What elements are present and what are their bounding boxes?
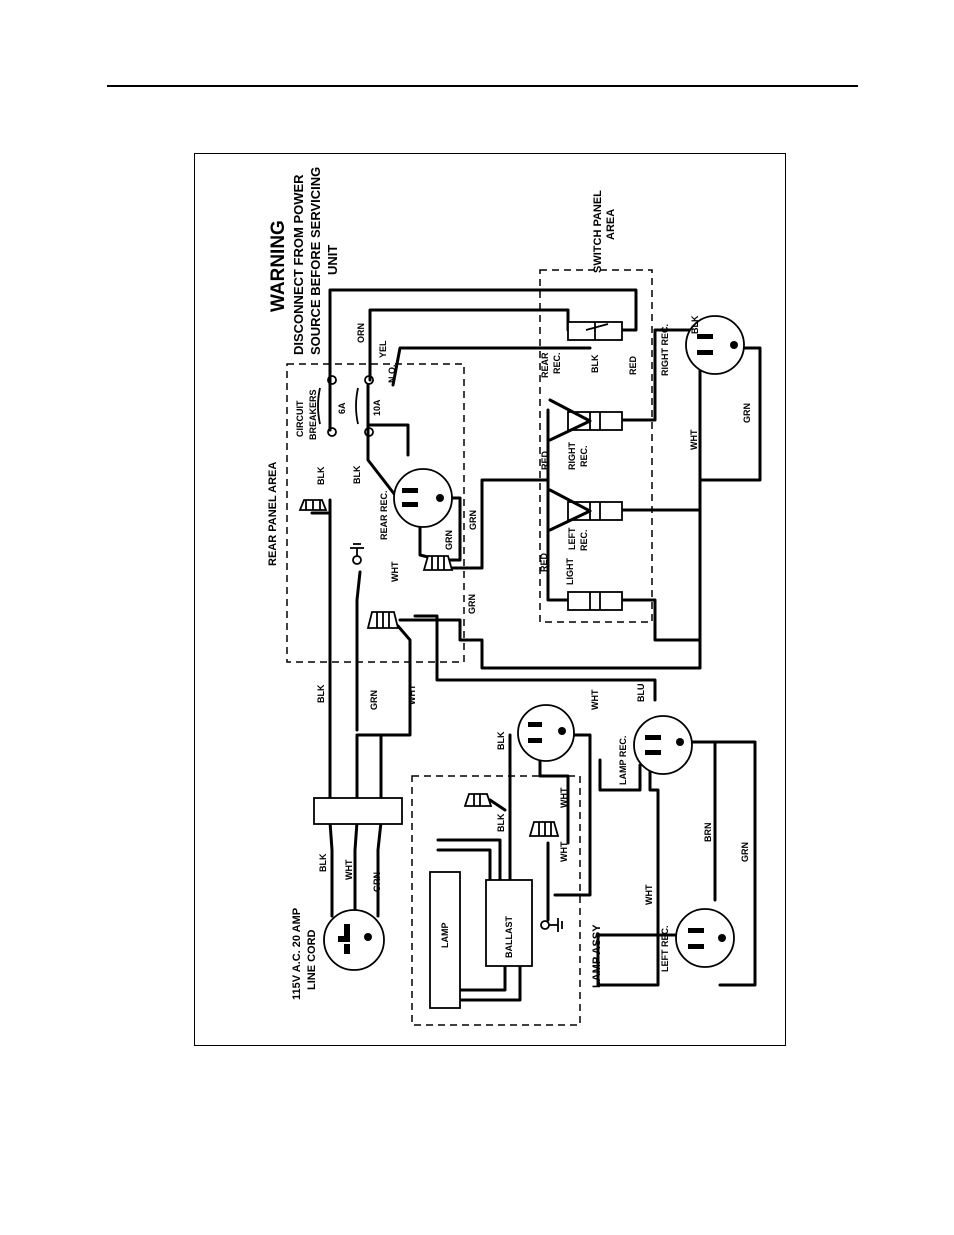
wire-nut-lamp-wht xyxy=(528,821,560,837)
wire-grn-label: GRN xyxy=(372,872,382,892)
switch-right-rec-label-2: REC. xyxy=(579,445,589,467)
no-label: N.O. xyxy=(387,364,397,383)
switch-panel-label-1: SWITCH PANEL xyxy=(592,190,604,273)
wire-blk-label: BLK xyxy=(316,466,326,485)
wire-nut-lamp-blk xyxy=(463,793,493,807)
ballast-label: BALLAST xyxy=(504,916,514,958)
warning-line-2: SOURCE BEFORE SERVICING xyxy=(308,167,323,355)
circuit-breaker-6a xyxy=(317,375,337,437)
lamp-rec-label: LAMP REC. xyxy=(618,736,628,785)
wire-wht-label: WHT xyxy=(689,429,699,450)
lamp-assy-label: LAMP ASSY xyxy=(591,924,603,988)
wire-grn-label: GRN xyxy=(444,530,454,550)
breaker-6a-label: 6A xyxy=(337,402,347,414)
wire-brn-label: BRN xyxy=(703,823,713,843)
wire-wht-label: WHT xyxy=(559,787,569,808)
switch-panel-label-2: AREA xyxy=(605,209,617,240)
rear-rec-label: REAR REC. xyxy=(379,490,389,540)
switch-rear-rec xyxy=(567,321,623,341)
breakers-label-1: CIRCUIT xyxy=(295,400,305,437)
wire-blk-label: BLK xyxy=(318,853,328,872)
ground-symbol-rear xyxy=(350,543,364,565)
wire-red-label: RED xyxy=(628,355,638,375)
wire-blk-label: BLK xyxy=(690,315,700,334)
right-rec-label: RIGHT REC. xyxy=(660,324,670,376)
lamp-assy-boundary xyxy=(411,775,581,1026)
wire-grn-label: GRN xyxy=(369,690,379,710)
lamp-rec xyxy=(633,715,693,775)
wire-yel-label: YEL xyxy=(378,340,388,358)
switch-rear-rec-label-1: REAR xyxy=(540,352,550,378)
wire-red-label: RED xyxy=(539,552,549,572)
switch-left-rec xyxy=(548,488,623,532)
wires xyxy=(310,288,762,1002)
lamp-label: LAMP xyxy=(440,923,450,949)
wire-grn-label: GRN xyxy=(468,510,478,530)
wire-grn-label: GRN xyxy=(467,594,477,614)
line-cord-label-1: 115V A.C. 20 AMP xyxy=(291,908,303,1000)
breaker-10a-label: 10A xyxy=(372,399,382,416)
wire-grn-label: GRN xyxy=(742,403,752,423)
warning-line-3: UNIT xyxy=(325,245,340,275)
lamp-plug-rec xyxy=(517,704,575,762)
rear-panel-area-boundary xyxy=(286,363,465,663)
wire-wht-label: WHT xyxy=(559,841,569,862)
warning-line-1: DISCONNECT FROM POWER xyxy=(291,174,306,355)
wire-blk-label: BLK xyxy=(590,354,600,373)
wire-nut-rear-wht xyxy=(422,555,454,571)
wire-blk-label: BLK xyxy=(352,465,362,484)
ground-symbol-lamp xyxy=(540,918,563,932)
line-cord-plug xyxy=(323,909,385,971)
warning-title: WARNING xyxy=(268,220,289,312)
left-rec-label: LEFT REC. xyxy=(660,926,670,973)
switch-right-rec xyxy=(548,398,623,442)
wire-orn-label: ORN xyxy=(356,323,366,343)
wire-grn-label: GRN xyxy=(740,842,750,862)
rear-panel-area-label: REAR PANEL AREA xyxy=(267,462,279,566)
wire-wht-label: WHT xyxy=(390,561,400,582)
switch-light-label: LIGHT xyxy=(565,558,575,585)
lamp-tube xyxy=(429,871,461,1009)
labels: WARNING DISCONNECT FROM POWER SOURCE BEF… xyxy=(267,167,752,1000)
wire-blu-label: BLU xyxy=(636,684,646,703)
wire-blk-label: BLK xyxy=(496,731,506,750)
wire-wht-label: WHT xyxy=(590,689,600,710)
wire-nut-rear-main xyxy=(366,611,400,629)
left-rec xyxy=(675,908,735,968)
ballast-box xyxy=(485,879,533,967)
wire-nut-top xyxy=(298,499,328,511)
line-cord-label-2: LINE CORD xyxy=(306,929,318,990)
switch-left-rec-label-2: REC. xyxy=(579,529,589,551)
right-rec xyxy=(685,315,745,375)
switch-light xyxy=(567,591,623,611)
cord-connector-block xyxy=(313,797,403,825)
circuit-breaker-10a xyxy=(355,375,374,437)
diagram-frame xyxy=(194,153,786,1046)
switch-panel-area-boundary xyxy=(539,269,653,623)
header-rule xyxy=(107,85,858,87)
wire-blk-label: BLK xyxy=(316,684,326,703)
wire-red-label: RED xyxy=(540,450,550,470)
switch-rear-rec-label-2: REC. xyxy=(552,352,562,374)
switch-right-rec-label-1: RIGHT xyxy=(567,442,577,471)
wire-wht-label: WHT xyxy=(344,859,354,880)
switch-left-rec-label-1: LEFT xyxy=(567,527,577,550)
wire-wht-label: WHT xyxy=(407,684,417,705)
rear-rec xyxy=(393,468,453,528)
wire-wht-label: WHT xyxy=(644,884,654,905)
breakers-label-2: BREAKERS xyxy=(308,389,318,440)
wire-blk-label: BLK xyxy=(496,813,506,832)
